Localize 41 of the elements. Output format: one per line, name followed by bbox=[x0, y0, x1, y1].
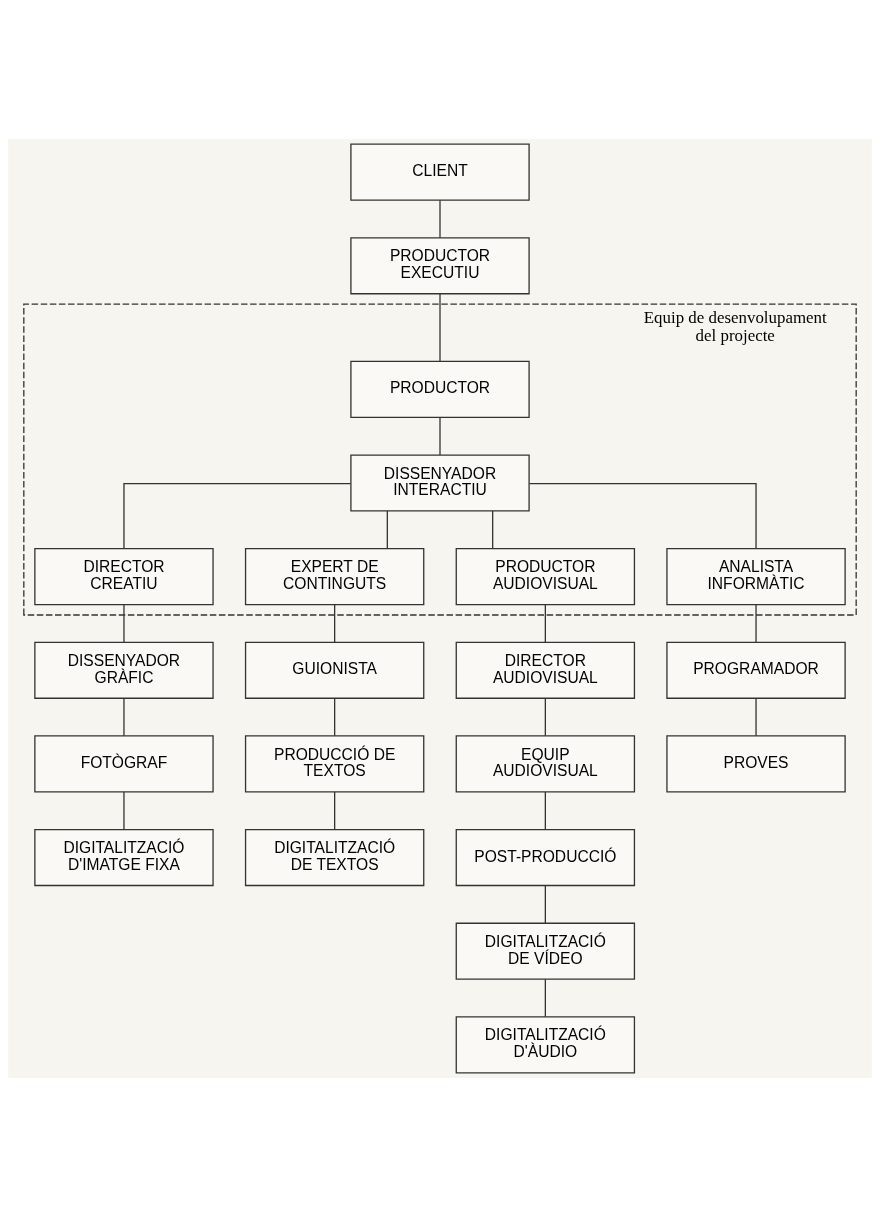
node-box: PRODUCCIÓ DE TEXTOS bbox=[244, 734, 425, 793]
node-box: PROVES bbox=[666, 734, 846, 793]
connector bbox=[755, 603, 757, 643]
connector bbox=[123, 697, 125, 736]
connector bbox=[439, 199, 441, 238]
node-box: CLIENT bbox=[350, 143, 530, 201]
connector bbox=[439, 416, 441, 456]
node-box: POST-PRODUCCIÓ bbox=[455, 828, 636, 886]
connector bbox=[544, 697, 546, 736]
node-box: PROGRAMADOR bbox=[666, 641, 846, 699]
connector bbox=[123, 482, 352, 549]
connector bbox=[386, 509, 388, 549]
connector bbox=[492, 509, 494, 549]
connector bbox=[123, 790, 125, 830]
node-box: EQUIP AUDIOVISUAL bbox=[455, 734, 636, 793]
node-box: GUIONISTA bbox=[244, 641, 425, 699]
node-box: ANALISTA INFORMÀTIC bbox=[666, 547, 846, 605]
connector bbox=[334, 697, 336, 736]
connector bbox=[544, 790, 546, 830]
connector bbox=[334, 603, 336, 643]
connector bbox=[544, 978, 546, 1017]
connector bbox=[544, 603, 546, 643]
node-box: DIRECTOR AUDIOVISUAL bbox=[455, 641, 636, 699]
node-box: PRODUCTOR bbox=[350, 360, 530, 418]
node-box: DISSENYADOR GRÀFIC bbox=[34, 641, 214, 699]
node-box: DISSENYADOR INTERACTIU bbox=[350, 453, 530, 512]
connector bbox=[528, 482, 757, 549]
connector bbox=[123, 603, 125, 643]
node-box: DIGITALITZACIÓ DE VÍDEO bbox=[455, 922, 636, 980]
node-box: DIGITALITZACIÓ DE TEXTOS bbox=[244, 828, 425, 886]
node-box: DIRECTOR CREATIU bbox=[34, 547, 214, 605]
connector bbox=[544, 884, 546, 924]
node-box: EXPERT DE CONTINGUTS bbox=[244, 547, 425, 605]
node-box: DIGITALITZACIÓ D'ÀUDIO bbox=[455, 1015, 636, 1073]
node-box: FOTÒGRAF bbox=[34, 734, 214, 793]
node-box: PRODUCTOR EXECUTIU bbox=[350, 236, 530, 294]
node-box: PRODUCTOR AUDIOVISUAL bbox=[455, 547, 636, 605]
node-box: DIGITALITZACIÓ D'IMATGE FIXA bbox=[34, 828, 214, 886]
connector bbox=[439, 292, 441, 362]
connector bbox=[755, 697, 757, 736]
connector bbox=[334, 790, 336, 830]
